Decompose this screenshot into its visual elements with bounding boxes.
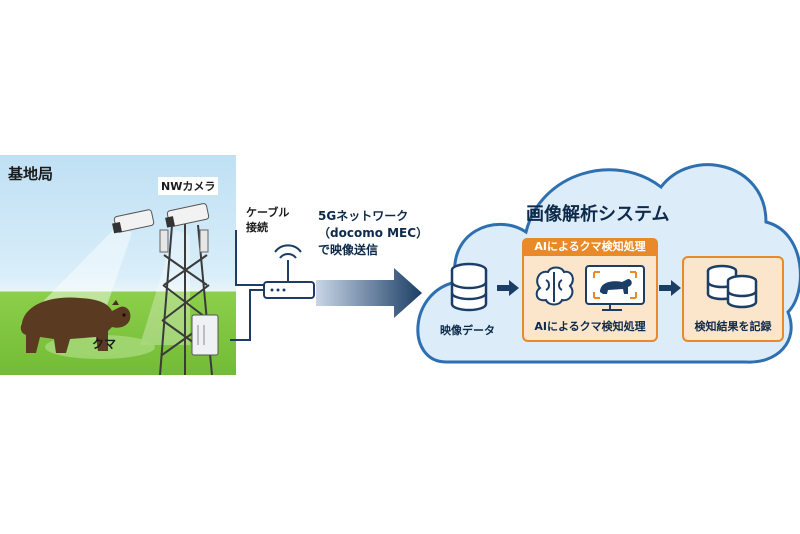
bear-icon xyxy=(20,297,131,353)
cable-connection-label: ケーブル 接続 xyxy=(246,205,289,235)
cable-line xyxy=(235,230,265,286)
equipment-box-icon xyxy=(191,314,219,356)
ai-label: AIによるクマ検知処理 xyxy=(534,320,646,333)
nw-camera-icon-2 xyxy=(165,203,210,228)
base-station-label: 基地局 xyxy=(8,165,54,183)
router-icon xyxy=(263,281,315,299)
router-connection xyxy=(230,230,315,341)
database-stack-icon xyxy=(706,264,758,309)
nw-camera-icon xyxy=(112,209,155,234)
result-box: 検知結果を記録 xyxy=(682,256,784,342)
brain-icon xyxy=(535,266,574,306)
ai-icons xyxy=(535,265,645,311)
arrow-right-icon xyxy=(316,268,422,318)
cable-line-2 xyxy=(230,289,265,341)
antenna-icon-2 xyxy=(199,229,209,253)
video-data-label: 映像データ xyxy=(440,324,495,337)
wifi-icon xyxy=(279,253,297,259)
cable-line-1: ケーブル xyxy=(246,206,290,219)
network-label: 5Gネットワーク （docomo MEC） で映像送信 xyxy=(318,208,428,259)
database-icon xyxy=(450,262,488,312)
cloud-title: 画像解析システム xyxy=(526,204,670,225)
ai-header: AIによるクマ検知処理 xyxy=(522,238,658,256)
small-arrow-2 xyxy=(659,280,681,296)
arrow-right-icon xyxy=(497,280,519,296)
ai-detection-box: AIによるクマ検知処理 AIによるクマ検知処理 xyxy=(522,238,658,342)
antenna-icon xyxy=(159,229,169,253)
network-arrow xyxy=(316,268,422,318)
result-label: 検知結果を記録 xyxy=(694,320,772,333)
network-line-1: 5Gネットワーク xyxy=(318,209,409,223)
network-line-3: で映像送信 xyxy=(318,243,379,257)
camera-label: NWカメラ xyxy=(158,177,219,195)
small-arrow-1 xyxy=(497,280,519,296)
arrow-right-icon xyxy=(659,280,681,296)
base-station-scene: 基地局 NWカメラ クマ xyxy=(0,155,236,375)
monitor-bear-icon xyxy=(585,265,645,311)
bear-label: クマ xyxy=(92,337,117,351)
cable-line-2: 接続 xyxy=(246,221,268,234)
scene-illustration xyxy=(20,203,219,375)
network-line-2: （docomo MEC） xyxy=(318,226,429,240)
